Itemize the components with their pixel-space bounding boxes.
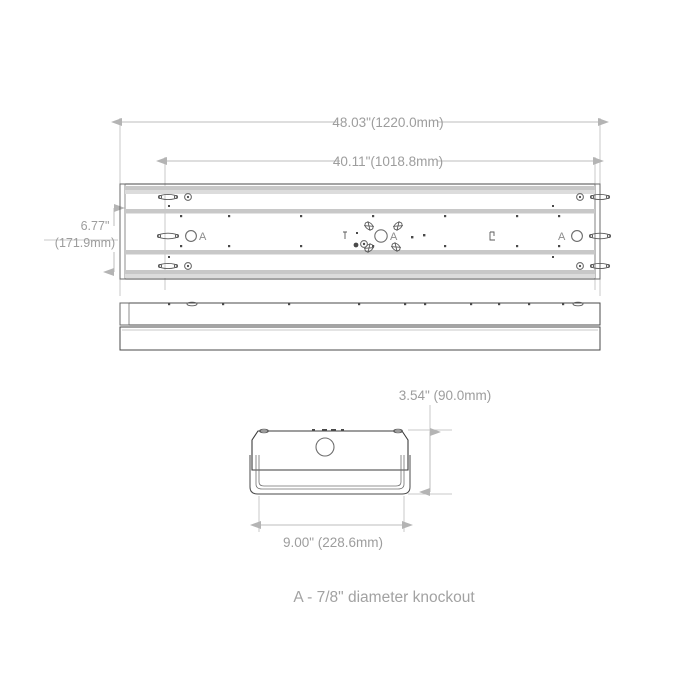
knockout-center-label: A: [390, 231, 398, 243]
side-elevation-view: [119, 301, 601, 351]
width-dimension: 9.00" (228.6mm): [250, 496, 413, 550]
mounting-slot-top-left: [157, 193, 192, 201]
plan-rivets-upper: [180, 215, 561, 218]
plan-view: A A A: [119, 183, 612, 280]
knockout-center: A: [343, 221, 495, 253]
knockout-right: A: [558, 230, 612, 243]
mounting-slot-bottom-right: [576, 262, 611, 270]
plan-band-ticks: [168, 205, 554, 258]
knockout-left: A: [156, 230, 207, 243]
mounting-slot-bottom-left: [157, 262, 192, 270]
plan-rivets-lower: [180, 245, 561, 248]
mounting-slot-top-right: [576, 193, 611, 201]
depth-inch-label: 6.77": [81, 219, 110, 233]
width-label: 9.00" (228.6mm): [283, 535, 383, 550]
knockout-note: A - 7/8" diameter knockout: [293, 589, 475, 606]
inner-length-dimension: 40.11"(1018.8mm): [156, 154, 604, 290]
overall-length-dimension: 48.03"(1220.0mm): [111, 115, 609, 296]
depth-dimension: 6.77" (171.9mm): [44, 204, 125, 276]
inner-length-label: 40.11"(1018.8mm): [333, 154, 443, 169]
side-rivets: [168, 301, 584, 307]
height-label: 3.54" (90.0mm): [399, 388, 492, 403]
knockout-left-label: A: [199, 231, 207, 243]
end-section-view: [249, 428, 411, 495]
overall-length-label: 48.03"(1220.0mm): [332, 115, 443, 130]
end-view-top-fittings: [259, 428, 403, 434]
depth-mm-label: (171.9mm): [55, 236, 115, 250]
height-dimension: 3.54" (90.0mm): [399, 388, 492, 496]
knockout-right-label: A: [558, 231, 566, 243]
center-fasteners: [363, 221, 404, 253]
